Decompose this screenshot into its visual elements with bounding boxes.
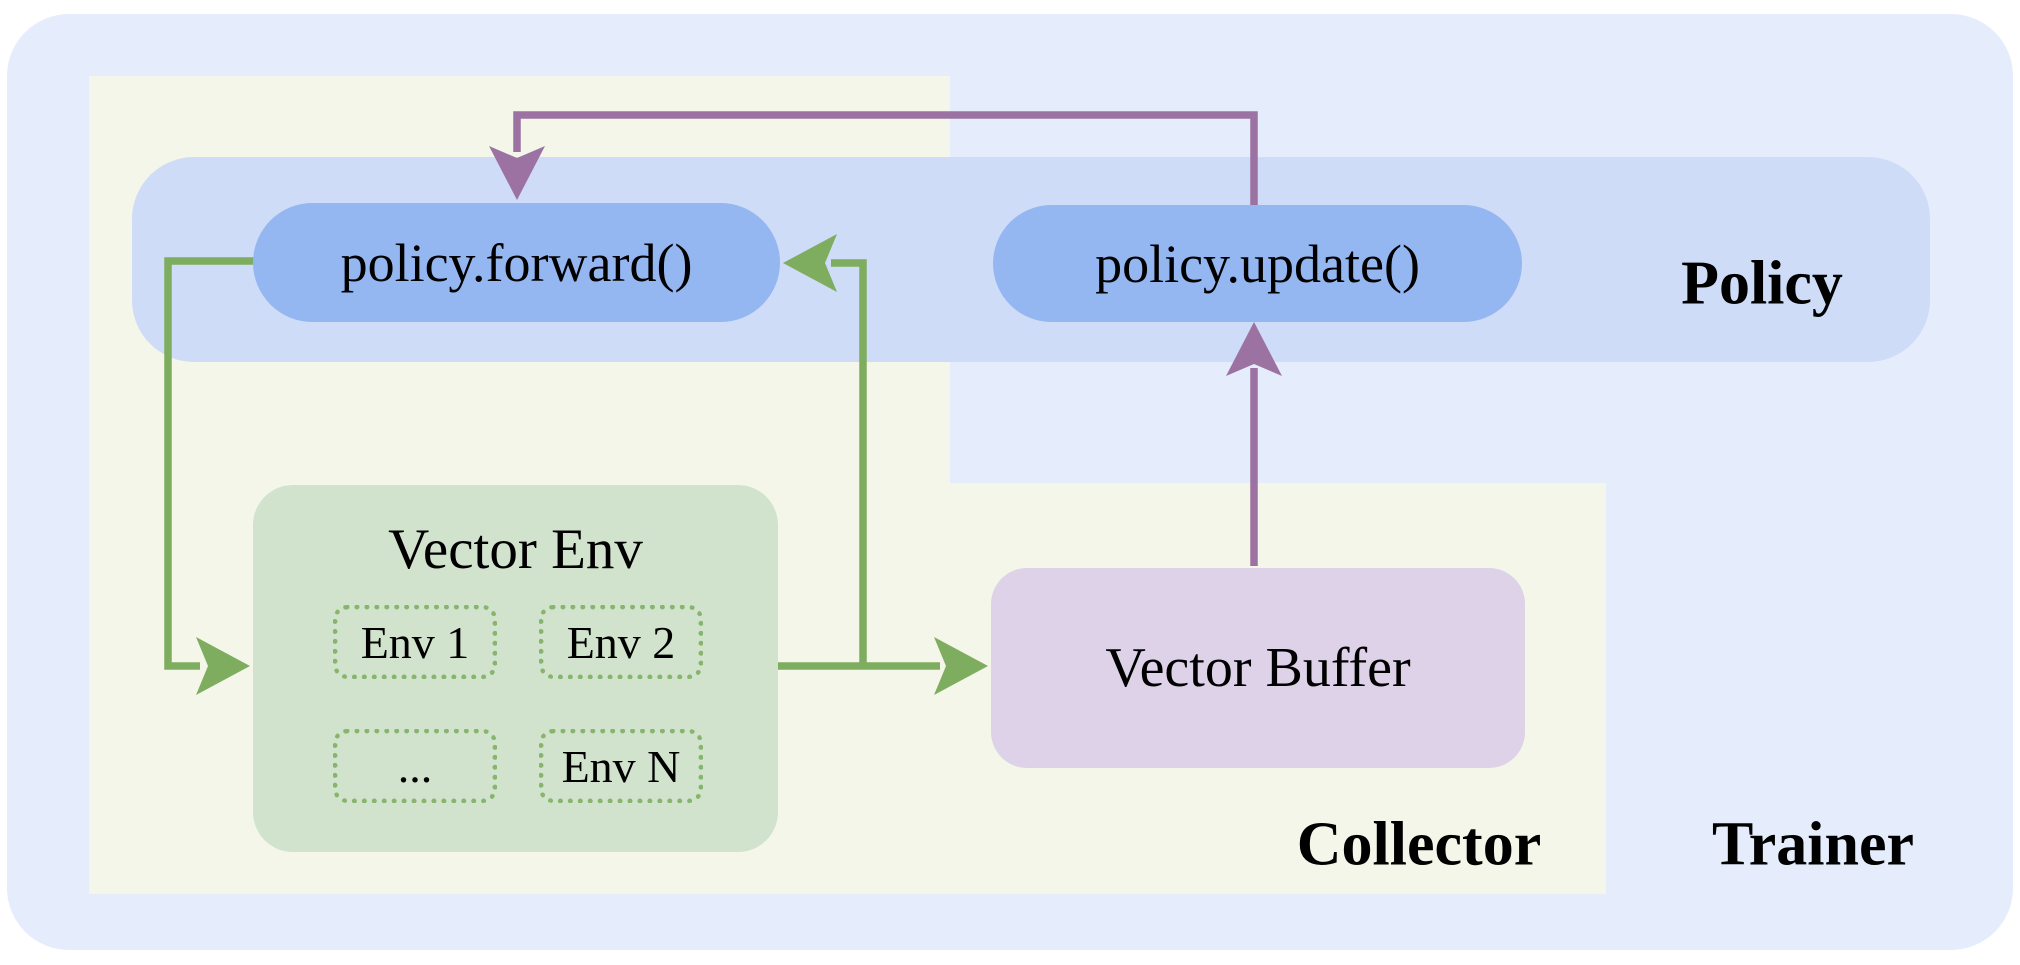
policy-forward-node: policy.forward()	[253, 203, 780, 322]
trainer-region-label: Trainer	[1711, 810, 1915, 879]
env-slot: Env 1	[333, 605, 497, 679]
env-slot: ...	[333, 729, 497, 803]
policy-region-label: Policy	[1681, 249, 1843, 318]
env-slot-label: Env 2	[566, 616, 676, 668]
env-slot: Env 2	[539, 605, 703, 679]
env-slot-label: ...	[397, 740, 433, 792]
collector-region-label: Collector	[1296, 810, 1542, 879]
env-slot: Env N	[539, 729, 703, 803]
policy-update-label: policy.update()	[1095, 233, 1420, 294]
vector-buffer-label: Vector Buffer	[1105, 637, 1411, 699]
vector-env-title: Vector Env	[388, 518, 643, 581]
policy-forward-label: policy.forward()	[340, 232, 693, 293]
policy-update-node: policy.update()	[993, 205, 1522, 322]
env-slot-label: Env 1	[360, 616, 470, 668]
env-slot-label: Env N	[561, 740, 681, 792]
vector-buffer-node: Vector Buffer	[991, 568, 1525, 768]
vector-env-node: Vector Env Env 1 Env 2 ... Env N	[253, 485, 778, 852]
